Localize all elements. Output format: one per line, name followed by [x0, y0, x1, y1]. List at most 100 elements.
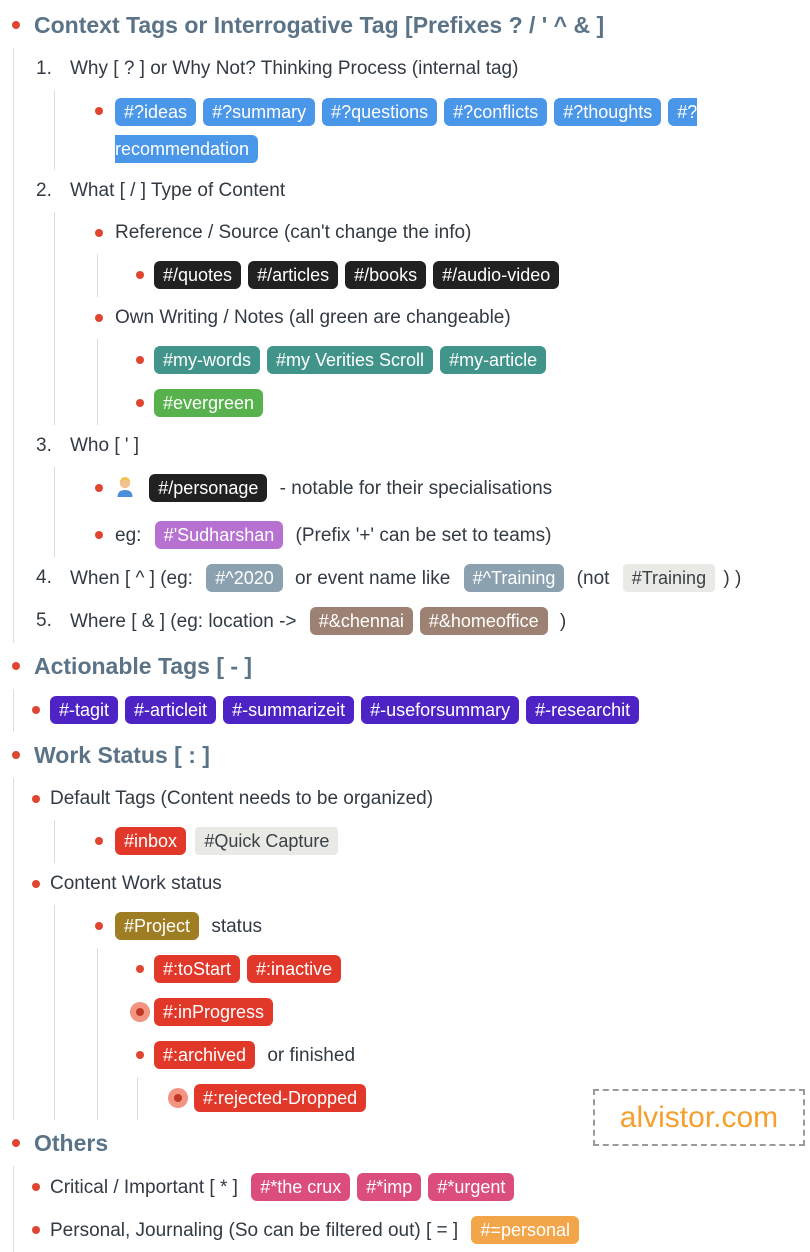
tag[interactable]: #/audio-video	[433, 261, 560, 289]
block-bullet[interactable]	[12, 751, 20, 759]
indent-guide-group: #my-words#my Verities Scroll#my-article …	[97, 339, 810, 425]
block-bullet[interactable]	[95, 922, 103, 930]
tag[interactable]: #/books	[345, 261, 427, 289]
section-heading-others: Others	[0, 1120, 810, 1166]
indent-guide-group: #:toStart#:inactive #:inProgress #:archi…	[97, 948, 810, 1120]
row-default-tags: Default Tags (Content needs to be organi…	[14, 778, 810, 820]
row-suffix: - notable for their specialisations	[279, 478, 553, 499]
tag[interactable]: #=personal	[471, 1216, 580, 1244]
block-bullet[interactable]	[95, 229, 103, 237]
block-bullet[interactable]	[32, 706, 40, 714]
row-reference-source: Reference / Source (can't change the inf…	[55, 212, 810, 254]
tag[interactable]: #inbox	[115, 827, 187, 855]
tag[interactable]: #my Verities Scroll	[267, 346, 434, 374]
tag[interactable]: #:toStart	[154, 955, 241, 983]
row-suffix: )	[559, 611, 567, 632]
tag[interactable]: #?ideas	[115, 98, 197, 126]
collapsed-block-bullet[interactable]	[130, 1002, 150, 1022]
tag[interactable]: #/articles	[248, 261, 339, 289]
tag-group-status: #:toStart#:inactive	[154, 955, 348, 983]
block-bullet[interactable]	[32, 1226, 40, 1234]
indent-guide-group: 1. Why [ ? ] or Why Not? Thinking Proces…	[13, 48, 810, 643]
block-bullet[interactable]	[32, 795, 40, 803]
section-heading-context-tags: Context Tags or Interrogative Tag [Prefi…	[0, 2, 810, 48]
indent-guide-group: #inbox #Quick Capture	[54, 820, 810, 863]
block-bullet[interactable]	[95, 107, 103, 115]
row-label: Why [ ? ] or Why Not? Thinking Process (…	[70, 58, 519, 79]
block-bullet[interactable]	[12, 1139, 20, 1147]
tag[interactable]: #-articleit	[125, 696, 217, 724]
block-bullet[interactable]	[95, 531, 103, 539]
tag[interactable]: #*urgent	[428, 1173, 515, 1201]
tag[interactable]: #^2020	[206, 564, 283, 592]
collapsed-block-bullet[interactable]	[168, 1088, 188, 1108]
block-bullet[interactable]	[136, 271, 144, 279]
tag[interactable]: #Training	[622, 564, 716, 592]
block-bullet[interactable]	[32, 880, 40, 888]
block-bullet[interactable]	[136, 356, 144, 364]
tag[interactable]: #-tagit	[50, 696, 119, 724]
row-personal-journaling: Personal, Journaling (So can be filtered…	[14, 1209, 810, 1252]
tag[interactable]: #-researchit	[526, 696, 640, 724]
tag[interactable]: #?thoughts	[554, 98, 662, 126]
tag[interactable]: #/quotes	[154, 261, 242, 289]
row-not-text: (not	[576, 568, 610, 589]
tag[interactable]: #*imp	[357, 1173, 422, 1201]
row-status-inprogress: #:inProgress	[98, 991, 810, 1034]
tag[interactable]: #&chennai	[309, 607, 413, 635]
section-title: Actionable Tags [ - ]	[34, 653, 253, 679]
block-bullet[interactable]	[136, 965, 144, 973]
tag[interactable]: #?summary	[203, 98, 316, 126]
tag-group-where: #&chennai#&homeoffice	[309, 607, 555, 635]
block-bullet[interactable]	[136, 399, 144, 407]
block-bullet[interactable]	[12, 21, 20, 29]
tag[interactable]: #Quick Capture	[195, 827, 339, 855]
indent-guide-group: Reference / Source (can't change the inf…	[54, 212, 810, 425]
block-bullet[interactable]	[95, 837, 103, 845]
tag[interactable]: #my-article	[440, 346, 547, 374]
row-inbox: #inbox #Quick Capture	[55, 820, 810, 863]
tag[interactable]: #my-words	[154, 346, 261, 374]
bullet-core	[136, 1008, 144, 1016]
tag[interactable]: #'Sudharshan	[154, 521, 284, 549]
block-bullet[interactable]	[32, 1183, 40, 1191]
block-bullet[interactable]	[95, 484, 103, 492]
section-heading-actionable-tags: Actionable Tags [ - ]	[0, 643, 810, 689]
row-label: Who [ ' ]	[70, 435, 140, 456]
tag[interactable]: #:inactive	[247, 955, 342, 983]
tag[interactable]: #:archived	[154, 1041, 256, 1069]
row-prefix: Critical / Important [ * ]	[50, 1177, 238, 1198]
tag[interactable]: #?conflicts	[444, 98, 548, 126]
row-suffix: (Prefix '+' can be set to teams)	[295, 525, 552, 546]
row-own-writing: Own Writing / Notes (all green are chang…	[55, 297, 810, 339]
indent-guide-group: #/quotes#/articles#/books#/audio-video	[97, 254, 810, 297]
tag[interactable]: #*the crux	[251, 1173, 351, 1201]
tag[interactable]: #^Training	[463, 564, 565, 592]
tag[interactable]: #:inProgress	[154, 998, 274, 1026]
list-number: 3.	[36, 435, 52, 456]
person-emoji	[115, 472, 135, 514]
watermark-alvistor: alvistor.com	[593, 1089, 805, 1146]
tag-group-own-writing: #my-words#my Verities Scroll#my-article	[154, 346, 553, 374]
row-content-work-status: Content Work status	[14, 863, 810, 905]
block-bullet[interactable]	[12, 662, 20, 670]
tag[interactable]: #Project	[115, 912, 200, 940]
indent-guide-group: #?ideas#?summary#?questions#?conflicts#?…	[54, 90, 810, 170]
tag[interactable]: #evergreen	[154, 389, 264, 417]
tag[interactable]: #:rejected-Dropped	[194, 1084, 367, 1112]
tag[interactable]: #/personage	[149, 474, 268, 502]
tag[interactable]: #-summarizeit	[223, 696, 355, 724]
row-actionable-tags: #-tagit#-articleit#-summarizeit#-usefors…	[14, 689, 810, 732]
tag[interactable]: #&homeoffice	[419, 607, 548, 635]
tag[interactable]: #-useforsummary	[361, 696, 520, 724]
row-middle-text: or event name like	[295, 568, 451, 589]
tag-group-actionable: #-tagit#-articleit#-summarizeit#-usefors…	[50, 696, 646, 724]
indent-guide-group: #:rejected-Dropped	[137, 1077, 810, 1120]
block-bullet[interactable]	[136, 1051, 144, 1059]
block-bullet[interactable]	[95, 314, 103, 322]
list-number: 1.	[36, 58, 52, 79]
row-label: Default Tags (Content needs to be organi…	[50, 788, 434, 809]
row-where: 5. Where [ & ] (eg: location -> #&chenna…	[14, 600, 810, 643]
tag[interactable]: #?questions	[322, 98, 438, 126]
